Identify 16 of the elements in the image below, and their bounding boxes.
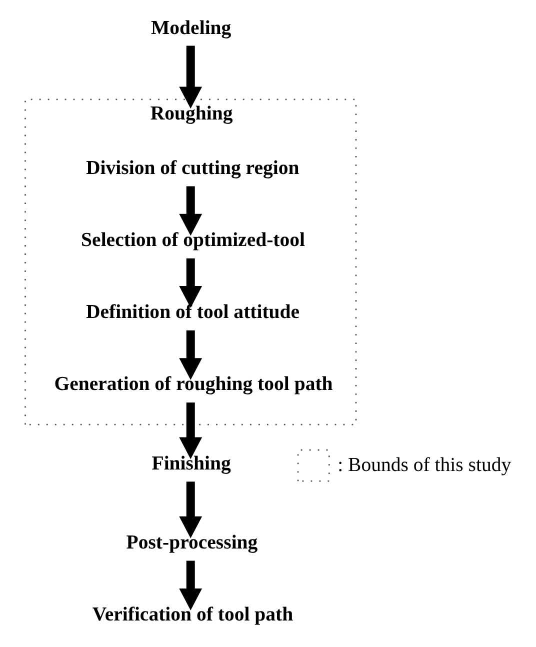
node-text: Selection of optimized-tool [81,229,306,252]
arrow [179,330,202,380]
arrow [179,482,202,538]
node-text: Post-processing [126,532,258,554]
arrow [179,258,202,308]
node-text: Generation of roughing tool path [54,373,333,396]
legend-label: : Bounds of this study [338,454,512,476]
arrow [179,560,202,610]
arrow [179,186,202,236]
node-text: Definition of tool attitude [86,301,300,324]
node-text: Modeling [151,17,232,40]
node-text: Verification of tool path [92,604,294,626]
arrow [179,46,202,109]
arrow [179,402,202,460]
node-text: Division of cutting region [86,156,300,179]
node-text: Finishing [152,452,231,474]
